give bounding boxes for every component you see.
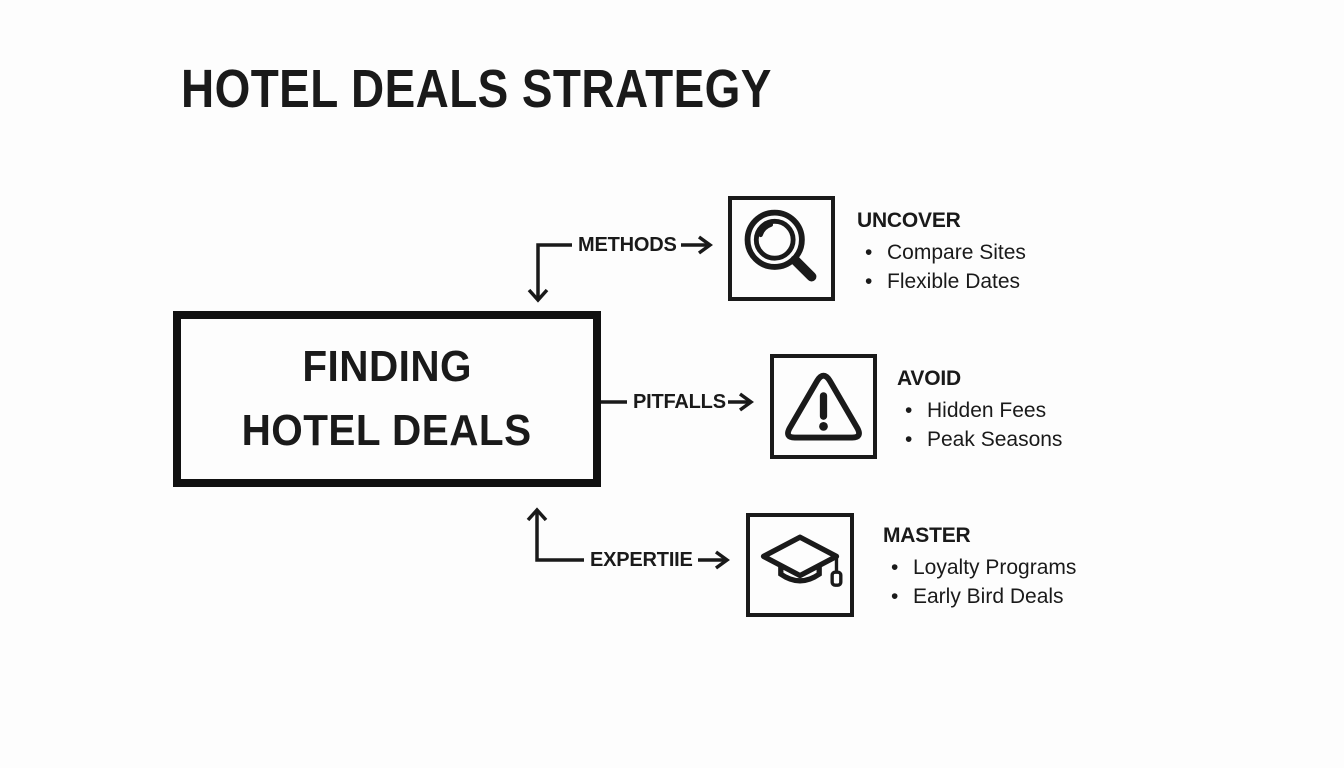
bullet-item: Peak Seasons xyxy=(897,425,1062,454)
warning-icon-box xyxy=(770,354,877,459)
branch-heading-avoid: AVOID xyxy=(897,367,961,390)
branch-heading-uncover: UNCOVER xyxy=(857,209,961,232)
search-icon-box xyxy=(728,196,835,301)
bullet-item: Loyalty Programs xyxy=(883,553,1076,582)
methods-arrowhead-down xyxy=(527,288,549,303)
avoid-group: AVOID Hidden Fees Peak Seasons xyxy=(897,366,1062,454)
bullet-item: Flexible Dates xyxy=(857,267,1026,296)
bullet-item: Hidden Fees xyxy=(897,396,1062,425)
methods-elbow-line xyxy=(536,243,572,298)
bullet-item: Compare Sites xyxy=(857,238,1026,267)
bullet-item: Early Bird Deals xyxy=(883,582,1076,611)
graduation-cap-icon xyxy=(760,534,843,587)
search-icon xyxy=(744,209,817,282)
branch-label-pitfalls: PITFALLS xyxy=(633,391,726,413)
expertise-arrowhead-right xyxy=(714,550,730,570)
branch-heading-master: MASTER xyxy=(883,524,971,547)
methods-arrowhead-right xyxy=(697,235,713,255)
central-node-finding-hotel-deals: FINDING HOTEL DEALS xyxy=(173,311,601,487)
graduation-cap-icon-box xyxy=(746,513,854,617)
expertise-elbow-line xyxy=(535,512,584,562)
uncover-group: UNCOVER Compare Sites Flexible Dates xyxy=(857,208,1026,296)
branch-label-expertise: EXPERTIIE xyxy=(590,549,693,571)
central-node-line1: FINDING xyxy=(302,342,472,391)
central-node-line2: HOTEL DEALS xyxy=(242,406,532,455)
expertise-arrowhead-up xyxy=(526,507,548,522)
master-group: MASTER Loyalty Programs Early Bird Deals xyxy=(883,523,1076,611)
page-title: HOTEL DEALS STRATEGY xyxy=(181,59,772,119)
warning-icon xyxy=(785,372,862,441)
pitfalls-arrowhead-right xyxy=(738,392,754,412)
branch-label-methods: METHODS xyxy=(578,234,677,256)
